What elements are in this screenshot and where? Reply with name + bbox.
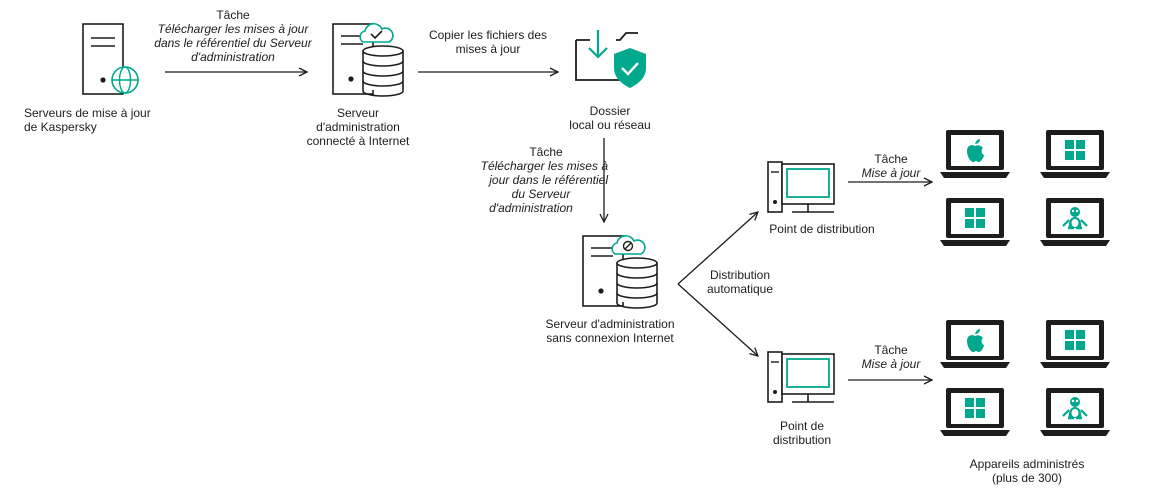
node-label-folder: Dossier local ou réseau	[569, 104, 651, 132]
managed-laptop	[940, 198, 1010, 246]
managed-laptop	[1040, 198, 1110, 246]
node-label-update-servers: Serveurs de mise à jour de Kaspersky	[24, 106, 151, 134]
edge-label-task-bottom: Tâche Mise à jour	[861, 343, 921, 371]
apple-icon	[967, 329, 984, 352]
server-cloud-offline-icon	[582, 235, 658, 309]
folder-download-shield-icon	[575, 30, 646, 88]
linux-penguin-icon	[1062, 397, 1088, 420]
desktop-computer-icon	[767, 351, 835, 403]
managed-laptop	[1040, 388, 1110, 436]
managed-laptop	[1040, 130, 1110, 178]
edge-label-task2: Tâche Télécharger les mises à jour dans …	[480, 145, 608, 215]
edge-label-task1: Tâche Télécharger les mises à jour dans …	[154, 8, 312, 64]
windows-icon	[965, 208, 985, 228]
node-label-dp-top: Point de distribution	[769, 222, 875, 236]
server-cloud-check-icon	[332, 23, 404, 97]
edge-label-distribution: Distribution automatique	[706, 268, 774, 296]
node-label-offline-server: Serveur d'administration sans connexion …	[545, 317, 675, 345]
desktop-computer-icon	[767, 161, 835, 213]
edge-label-task-top: Tâche Mise à jour	[861, 152, 921, 180]
server-globe-icon	[82, 23, 139, 95]
windows-icon	[1065, 330, 1085, 350]
managed-laptop	[940, 130, 1010, 178]
apple-icon	[967, 139, 984, 162]
arrow-offline-to-dp-top	[677, 212, 758, 285]
node-label-connected-server: Serveur d'administration connecté à Inte…	[306, 106, 410, 148]
linux-penguin-icon	[1062, 207, 1088, 230]
edge-label-copy: Copier les fichiers des mises à jour	[428, 28, 548, 56]
managed-laptop	[940, 388, 1010, 436]
node-label-dp-bottom: Point de distribution	[772, 419, 832, 447]
managed-laptop	[1040, 320, 1110, 368]
windows-icon	[965, 398, 985, 418]
arrow-offline-to-dp-bottom	[677, 283, 758, 356]
windows-icon	[1065, 140, 1085, 160]
node-label-managed-devices: Appareils administrés (plus de 300)	[969, 457, 1085, 485]
managed-laptop	[940, 320, 1010, 368]
